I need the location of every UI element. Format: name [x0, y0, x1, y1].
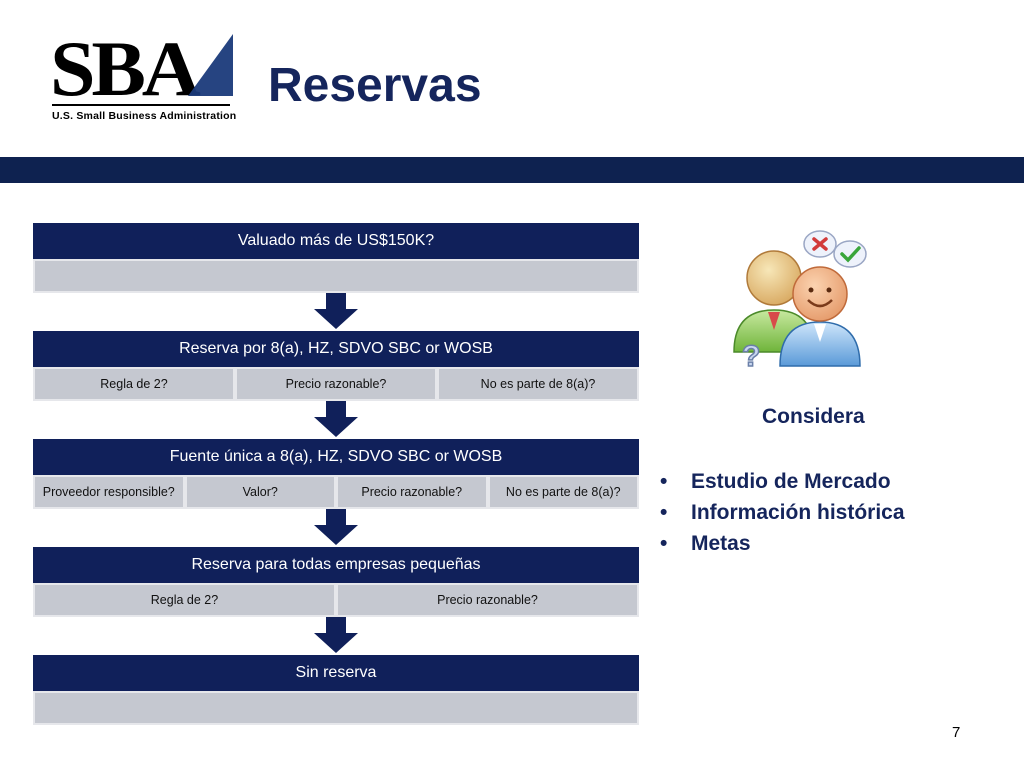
- stage-4-criterion: Regla de 2?: [33, 583, 336, 617]
- sba-logo: SBA U.S. Small Business Administration: [50, 25, 237, 125]
- stage-1-title: Valuado más de US$150K?: [33, 223, 639, 259]
- header-divider-bar: [0, 157, 1024, 183]
- down-arrow-icon: [314, 293, 358, 329]
- svg-text:?: ?: [742, 340, 760, 372]
- down-arrow-icon: [314, 509, 358, 545]
- list-item: • Metas: [660, 528, 905, 559]
- people-discussion-icon: ?: [733, 230, 867, 372]
- down-arrow-icon: [314, 401, 358, 437]
- stage-2-title: Reserva por 8(a), HZ, SDVO SBC or WOSB: [33, 331, 639, 367]
- stage-1-body: [33, 259, 639, 293]
- list-item: • Información histórica: [660, 497, 905, 528]
- stage-3-criterion: Valor?: [184, 475, 336, 509]
- stage-4-criterion: Precio razonable?: [336, 583, 639, 617]
- stage-2-criterion: Regla de 2?: [33, 367, 235, 401]
- stage-3-criterion: Precio razonable?: [336, 475, 488, 509]
- stage-4-criteria: Regla de 2? Precio razonable?: [33, 583, 639, 617]
- logo-triangle-icon: [188, 34, 233, 96]
- page-title: Reservas: [268, 59, 482, 112]
- bullet-icon: •: [660, 501, 668, 524]
- stage-2-criteria: Regla de 2? Precio razonable? No es part…: [33, 367, 639, 401]
- flow-stage-2: Reserva por 8(a), HZ, SDVO SBC or WOSB R…: [33, 331, 639, 401]
- list-item-label: Información histórica: [691, 501, 905, 524]
- stage-2-criterion: No es parte de 8(a)?: [437, 367, 639, 401]
- list-item-label: Estudio de Mercado: [691, 470, 891, 493]
- logo-wordmark: SBA: [50, 25, 201, 112]
- flow-stage-1: Valuado más de US$150K?: [33, 223, 639, 293]
- stage-3-criteria: Proveedor responsible? Valor? Precio raz…: [33, 475, 639, 509]
- down-arrow-icon: [314, 617, 358, 653]
- considera-heading: Considera: [762, 405, 865, 428]
- stage-4-title: Reserva para todas empresas pequeñas: [33, 547, 639, 583]
- flow-stage-5: Sin reserva: [33, 655, 639, 725]
- stage-5-title: Sin reserva: [33, 655, 639, 691]
- bullet-icon: •: [660, 470, 668, 493]
- stage-3-criterion: No es parte de 8(a)?: [487, 475, 639, 509]
- stage-3-criterion: Proveedor responsible?: [33, 475, 185, 509]
- considera-list: • Estudio de Mercado • Información históri…: [660, 466, 905, 559]
- flow-stage-4: Reserva para todas empresas pequeñas Reg…: [33, 547, 639, 617]
- page-number: 7: [952, 724, 961, 741]
- logo-subtitle: U.S. Small Business Administration: [52, 110, 237, 122]
- bullet-icon: •: [660, 532, 668, 555]
- stage-5-body: [33, 691, 639, 725]
- stage-3-title: Fuente única a 8(a), HZ, SDVO SBC or WOS…: [33, 439, 639, 475]
- flow-stage-3: Fuente única a 8(a), HZ, SDVO SBC or WOS…: [33, 439, 639, 509]
- logo-rule: [52, 104, 230, 106]
- list-item-label: Metas: [691, 532, 751, 555]
- stage-2-criterion: Precio razonable?: [235, 367, 437, 401]
- list-item: • Estudio de Mercado: [660, 466, 905, 497]
